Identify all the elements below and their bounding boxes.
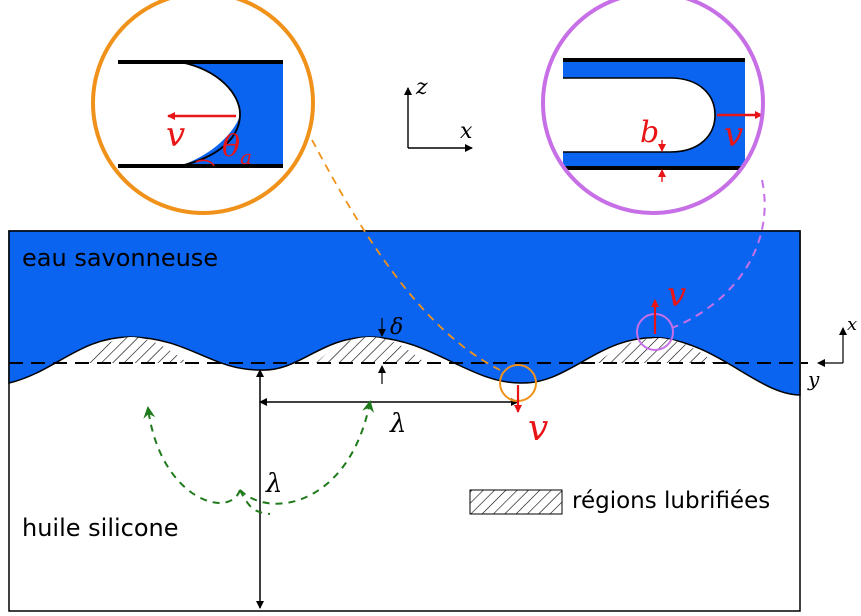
lubricated-region-1 (85, 337, 188, 363)
orange-inset-v-label: v (166, 115, 185, 155)
oil-label: huile silicone (22, 514, 179, 542)
orange-inset-theta-label: θa (222, 129, 252, 169)
orange-inset-meniscus (179, 61, 241, 167)
green-dashed-arrow (239, 400, 374, 505)
violet-inset-b-label: b (640, 115, 659, 150)
violet-inset-v-label: v (724, 115, 743, 155)
lubricated-legend-swatch (469, 489, 563, 515)
violet-connector (671, 179, 766, 329)
green-dashed-arrow (143, 406, 241, 504)
violet-inset-water-bottom (563, 152, 745, 168)
violet-inset-water-front (670, 78, 745, 152)
orange-inset-angle-arc (195, 159, 215, 167)
violet-inset-film (563, 77, 716, 153)
velocity-label-up: v (667, 275, 686, 315)
violet-zoom-inset (543, 0, 763, 213)
velocity-label-down: v (528, 408, 548, 449)
green-dashed-arrow-base (239, 489, 271, 515)
lambda-vertical-label: λ (265, 469, 282, 499)
lambda-horizontal-label: λ (389, 409, 406, 439)
orange-connector (311, 139, 501, 371)
axis-z-label: z (415, 75, 428, 100)
theta-subscript: a (240, 145, 252, 169)
lubricated-region-2 (316, 337, 425, 363)
axis-x-label: x (460, 119, 473, 144)
axis-y-label: y (807, 367, 820, 391)
orange-zoom-circle (91, 0, 315, 215)
delta-label: δ (390, 315, 403, 340)
violet-zoom-circle (541, 0, 765, 215)
theta-symbol: θ (222, 129, 240, 164)
water-label: eau savonneuse (22, 244, 218, 272)
lubricated-legend-label: régions lubrifiées (572, 488, 770, 514)
axis-x-right-label: x (847, 314, 857, 335)
violet-inset-water-top (563, 60, 745, 78)
orange-inset-water (180, 62, 283, 166)
orange-zoom-inset (93, 0, 313, 213)
